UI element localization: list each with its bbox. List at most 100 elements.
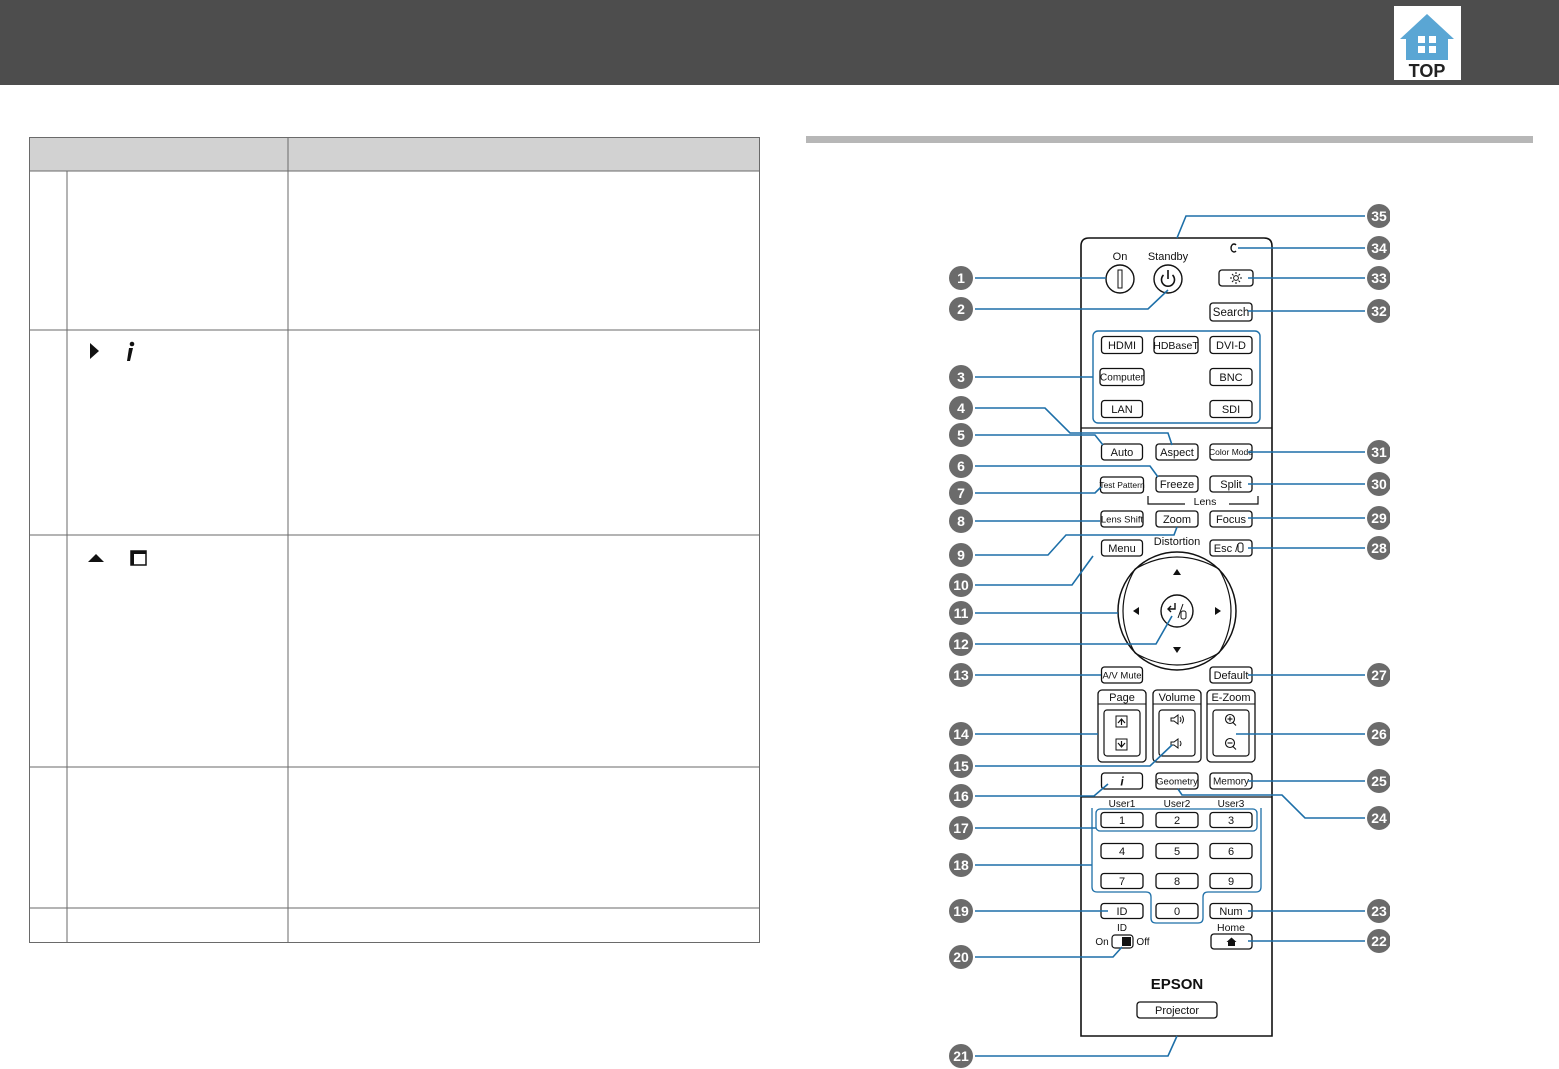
auto-button[interactable]: Auto [1100,443,1144,461]
callout-number: 26 [1371,726,1387,742]
table-header-row [29,137,760,171]
n2-button[interactable]: 2 [1155,811,1199,829]
menu-button[interactable]: Menu [1100,539,1144,557]
callout-number: 28 [1371,540,1387,556]
table-row [88,550,147,566]
n2-label: 2 [1174,815,1180,827]
computer-label: Computer [1100,373,1145,384]
num-button[interactable]: Num [1209,902,1253,920]
n8-button[interactable]: 8 [1155,872,1199,890]
callout-number: 25 [1371,773,1387,789]
sun-icon [1230,272,1242,284]
volume-button[interactable] [1158,709,1196,757]
callout-21: 21 [949,1035,1178,1068]
search-button[interactable]: Search [1209,302,1253,322]
user1-label: User1 [1109,799,1136,810]
projector-button[interactable]: Projector [1136,1001,1218,1019]
bnc-button[interactable]: BNC [1209,367,1253,387]
id-switch-label: ID [1117,923,1127,934]
aspect-button[interactable]: Aspect [1155,443,1199,461]
n4-button[interactable]: 4 [1100,842,1144,860]
callout-9: 9 [949,526,1178,567]
id-off-label: Off [1136,937,1149,948]
page-group: Page [1097,689,1147,763]
callout-4: 4 [949,396,1173,446]
sdi-button[interactable]: SDI [1209,399,1253,419]
id-button[interactable]: ID [1100,902,1144,920]
zoom-button[interactable]: Zoom [1155,510,1199,528]
n0-button[interactable]: 0 [1155,902,1199,920]
lens-shift-button[interactable]: Lens Shift [1100,510,1144,528]
n0-label: 0 [1174,906,1180,918]
section-rule [806,136,1533,143]
arrow-up-button[interactable] [1173,569,1181,575]
id-switch[interactable] [1111,934,1134,949]
callout-number: 32 [1371,303,1387,319]
enter-icon [1167,603,1176,613]
user3-label: User3 [1218,799,1245,810]
hdbaset-button[interactable]: HDBaseT [1153,335,1199,355]
test-pattern-button[interactable]: Test Pattern [1099,476,1145,494]
freeze-label: Freeze [1160,479,1194,491]
n6-label: 6 [1228,846,1234,858]
n7-label: 7 [1119,876,1125,888]
on-label: On [1113,251,1128,263]
backlight-button[interactable] [1218,269,1254,287]
n7-button[interactable]: 7 [1100,872,1144,890]
callout-16: 16 [949,783,1109,808]
av-mute-label: A/V Mute [1102,670,1141,681]
standby-button[interactable] [1153,264,1183,294]
color-mode-button[interactable]: Color Mode [1209,443,1253,461]
callout-number: 1 [957,270,965,286]
callout-19: 19 [949,899,1108,923]
memory-label: Memory [1213,777,1249,788]
enter-button[interactable] [1160,594,1194,628]
split-button[interactable]: Split [1209,475,1253,493]
callout-29: 29 [1248,506,1390,530]
callout-number: 19 [953,903,969,919]
info-button[interactable]: i [1100,772,1144,790]
ezoom-button[interactable] [1212,709,1250,757]
info-label: i [1120,774,1124,788]
freeze-button[interactable]: Freeze [1155,475,1199,493]
n6-button[interactable]: 6 [1209,842,1253,860]
lens-label: Lens [1194,496,1217,508]
dvid-button[interactable]: DVI-D [1209,335,1253,355]
callout-number: 33 [1371,270,1387,286]
default-button[interactable]: Default [1209,666,1253,684]
volume-group: Volume [1152,689,1202,763]
top-button[interactable]: TOP [1394,6,1461,80]
focus-button[interactable]: Focus [1209,510,1253,528]
home-label: Home [1217,922,1245,934]
n5-button[interactable]: 5 [1155,842,1199,860]
n1-button[interactable]: 1 [1100,811,1144,829]
n3-button[interactable]: 3 [1209,811,1253,829]
callout-3: 3 [949,365,1093,389]
hdmi-button[interactable]: HDMI [1100,335,1144,355]
callout-10: 10 [949,555,1094,597]
n9-button[interactable]: 9 [1209,872,1253,890]
page-up-button[interactable] [1103,709,1141,757]
esc-button[interactable]: Esc / [1209,539,1253,557]
hdmi-label: HDMI [1108,340,1136,352]
on-button[interactable] [1105,264,1135,294]
arrow-down-button[interactable] [1173,647,1181,653]
n1-label: 1 [1119,815,1125,827]
ezoom-label: E-Zoom [1211,692,1250,704]
callout-17: 17 [949,816,1096,840]
memory-button[interactable]: Memory [1209,772,1253,790]
geometry-button[interactable]: Geometry [1155,772,1199,790]
callout-25: 25 [1248,769,1390,793]
arrow-right-button[interactable] [1215,607,1221,615]
callout-number: 31 [1371,444,1387,460]
arrow-left-button[interactable] [1133,607,1139,615]
color-mode-label: Color Mode [1209,447,1253,457]
user-button-group [1095,808,1258,832]
av-mute-button[interactable]: A/V Mute [1100,666,1144,684]
home-button[interactable] [1210,933,1253,950]
callout-8: 8 [949,509,1100,533]
triangle-right-icon [90,343,99,359]
lan-button[interactable]: LAN [1100,399,1144,419]
computer-button[interactable]: Computer [1099,367,1145,387]
